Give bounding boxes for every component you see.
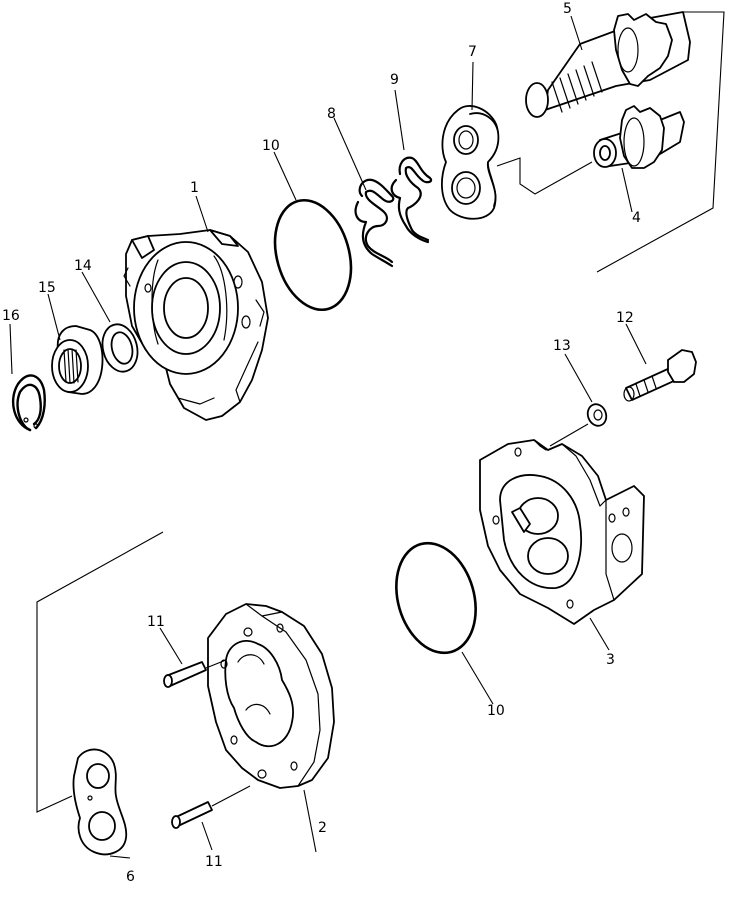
label-part-9: 9 (390, 72, 399, 88)
label-part-11-upper: 11 (147, 614, 165, 630)
label-part-15: 15 (38, 280, 56, 296)
part-1-front-housing (123, 229, 269, 421)
label-part-3: 3 (606, 652, 615, 668)
part-14-washer (101, 323, 139, 373)
label-part-11-lower: 11 (205, 854, 223, 870)
label-part-13: 13 (553, 338, 571, 354)
part-11-dowel-pin-lower (171, 785, 251, 829)
label-part-1: 1 (190, 180, 199, 196)
part-10-o-ring-lower (395, 541, 477, 655)
part-5-drive-shaft (525, 11, 691, 118)
part-number-labels: 1 2 3 4 5 6 7 8 9 10 10 11 11 12 13 14 1… (2, 1, 641, 885)
part-11-dowel-pin-upper (163, 659, 227, 688)
assembly-boundary-lines (36, 11, 725, 813)
part-10-o-ring-upper (273, 198, 353, 312)
label-part-14: 14 (74, 258, 92, 274)
label-part-10-upper: 10 (262, 138, 280, 154)
leader-lines (9, 15, 647, 859)
part-12-bolt (623, 349, 697, 402)
part-16-snap-ring (11, 374, 46, 432)
label-part-8: 8 (327, 106, 336, 122)
label-part-5: 5 (563, 1, 572, 17)
label-part-2: 2 (318, 820, 327, 836)
part-3-rear-cover (479, 439, 645, 625)
part-2-gear-body (207, 603, 335, 789)
label-part-16: 16 (2, 308, 20, 324)
part-13-lock-washer (586, 403, 608, 427)
part-15-needle-bearing (51, 325, 104, 395)
part-6-bushing-plate (72, 748, 128, 856)
part-4-driven-gear (593, 105, 685, 169)
label-part-4: 4 (632, 210, 641, 226)
part-9-seal-clip (390, 156, 433, 244)
label-part-10-lower: 10 (487, 703, 505, 719)
label-part-12: 12 (616, 310, 634, 326)
label-part-7: 7 (468, 44, 477, 60)
label-part-6: 6 (126, 869, 135, 885)
part-8-seal-clip (354, 178, 395, 268)
part-7-bushing-plate (441, 105, 500, 220)
